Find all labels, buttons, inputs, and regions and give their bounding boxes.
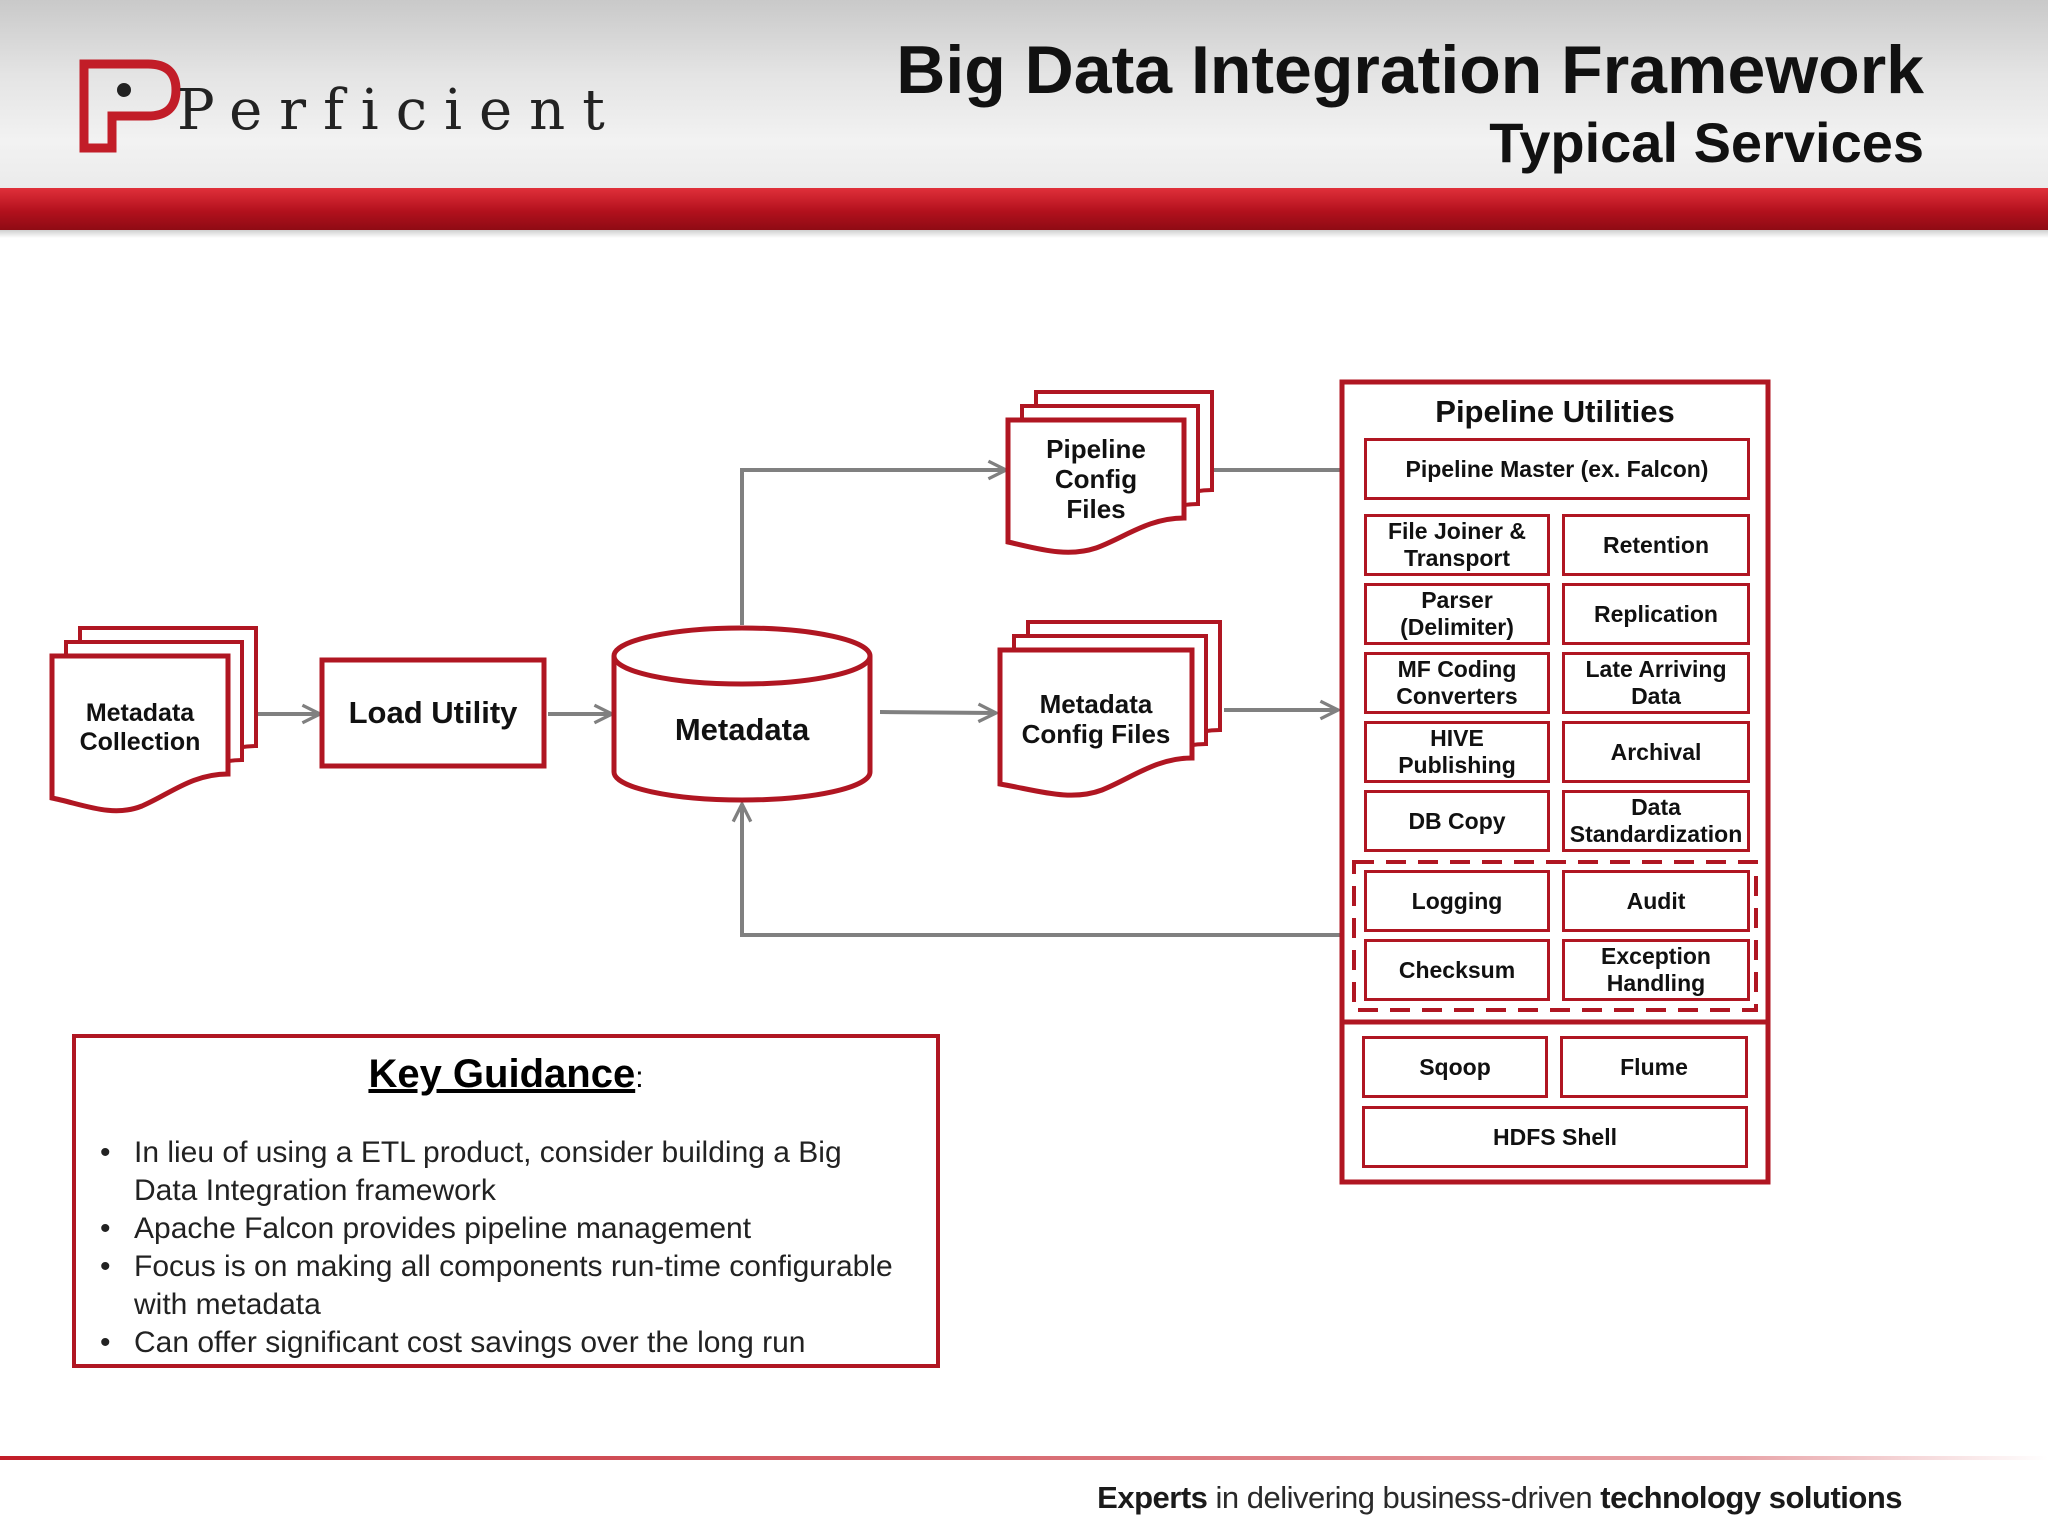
guidance-bullet: Can offer significant cost savings over … [100, 1324, 904, 1362]
metadata-label: Metadata [674, 712, 810, 748]
pipeline-utilities-title: Pipeline Utilities [1435, 394, 1675, 430]
parser-box: Parser (Delimiter) [1364, 583, 1550, 645]
slide-title-block: Big Data Integration Framework Typical S… [896, 32, 1924, 178]
load-utility-label: Load Utility [348, 695, 518, 731]
footer-strong-solutions: technology solutions [1600, 1480, 1902, 1515]
hive-publishing-box: HIVE Publishing [1364, 721, 1550, 783]
logo-wordmark: Perficient [177, 78, 622, 143]
header-red-bar [0, 188, 2048, 230]
key-guidance-colon: : [635, 1061, 644, 1094]
footer-rule [0, 1456, 2048, 1460]
header-bar-shadow [0, 230, 2048, 238]
flume-box: Flume [1560, 1036, 1748, 1098]
hdfs-shell-box: HDFS Shell [1362, 1106, 1748, 1168]
logging-audit-dashed-group [1352, 860, 1758, 1012]
metadata-config-files-doc-icon [997, 620, 1222, 798]
checksum-box: Checksum [1364, 939, 1550, 1001]
key-guidance-heading: Key Guidance [368, 1052, 636, 1096]
guidance-bullet: In lieu of using a ETL product, consider… [100, 1134, 904, 1210]
key-guidance-panel: Key Guidance: In lieu of using a ETL pro… [72, 1034, 940, 1368]
guidance-bullet: Focus is on making all components run-ti… [100, 1248, 904, 1324]
exception-handling-box: Exception Handling [1562, 939, 1750, 1001]
pipeline-config-files-doc-icon [1005, 390, 1214, 555]
arrow-metadata-to-pipeline-config [740, 470, 1006, 625]
metadata-database-icon [611, 625, 873, 803]
footer-strong-experts: Experts [1097, 1480, 1208, 1515]
file-joiner-box: File Joiner & Transport [1364, 514, 1550, 576]
pipeline-master-box: Pipeline Master (ex. Falcon) [1364, 438, 1750, 500]
logo-mark-icon [79, 59, 181, 153]
footer-tagline: Experts in delivering business-driven te… [1097, 1480, 1902, 1516]
pipeline-config-files-label: Pipeline Config Files [1046, 434, 1146, 524]
load-utility-box [319, 657, 547, 769]
arrow-metadata-to-metadata-config [879, 712, 996, 713]
key-guidance-list: In lieu of using a ETL product, consider… [100, 1134, 904, 1362]
header-band [0, 0, 2048, 188]
metadata-config-files-label: Metadata Config Files [1021, 689, 1171, 749]
guidance-bullet: Apache Falcon provides pipeline manageme… [100, 1210, 904, 1248]
logging-box: Logging [1364, 870, 1550, 932]
footer-middle-text: in delivering business-driven [1207, 1480, 1601, 1515]
data-standardization-box: Data Standardization [1562, 790, 1750, 852]
db-copy-box: DB Copy [1364, 790, 1550, 852]
sqoop-box: Sqoop [1362, 1036, 1548, 1098]
audit-box: Audit [1562, 870, 1750, 932]
arrow-utilities-feedback-to-metadata [742, 804, 1352, 937]
archival-box: Archival [1562, 721, 1750, 783]
key-guidance-title: Key Guidance: [76, 1052, 936, 1097]
metadata-collection-doc-icon [49, 626, 258, 814]
late-arriving-data-box: Late Arriving Data [1562, 652, 1750, 714]
metadata-collection-label: Metadata Collection [79, 699, 201, 756]
perficient-logo: Perficient [70, 48, 605, 158]
mf-coding-converters-box: MF Coding Converters [1364, 652, 1550, 714]
retention-box: Retention [1562, 514, 1750, 576]
slide-title: Big Data Integration Framework [896, 32, 1924, 108]
replication-box: Replication [1562, 583, 1750, 645]
slide-subtitle: Typical Services [1489, 111, 1924, 174]
